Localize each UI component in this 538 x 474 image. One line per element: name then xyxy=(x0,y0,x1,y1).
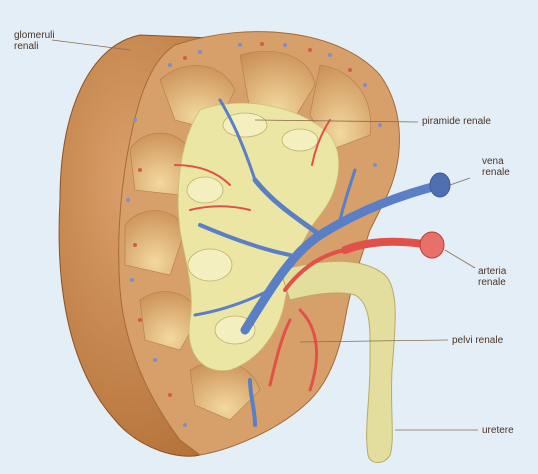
label-piramide-renale: piramide renale xyxy=(422,116,491,127)
label-pelvi-renale: pelvi renale xyxy=(452,335,503,346)
label-glomeruli-renali: glomeruli renali xyxy=(14,30,55,52)
label-arteria-renale: arteria renale xyxy=(478,266,506,288)
label-vena-renale: vena renale xyxy=(482,156,510,178)
label-uretere: uretere xyxy=(482,425,514,436)
renal-vein-opening xyxy=(430,173,450,197)
renal-artery-opening xyxy=(420,232,444,258)
